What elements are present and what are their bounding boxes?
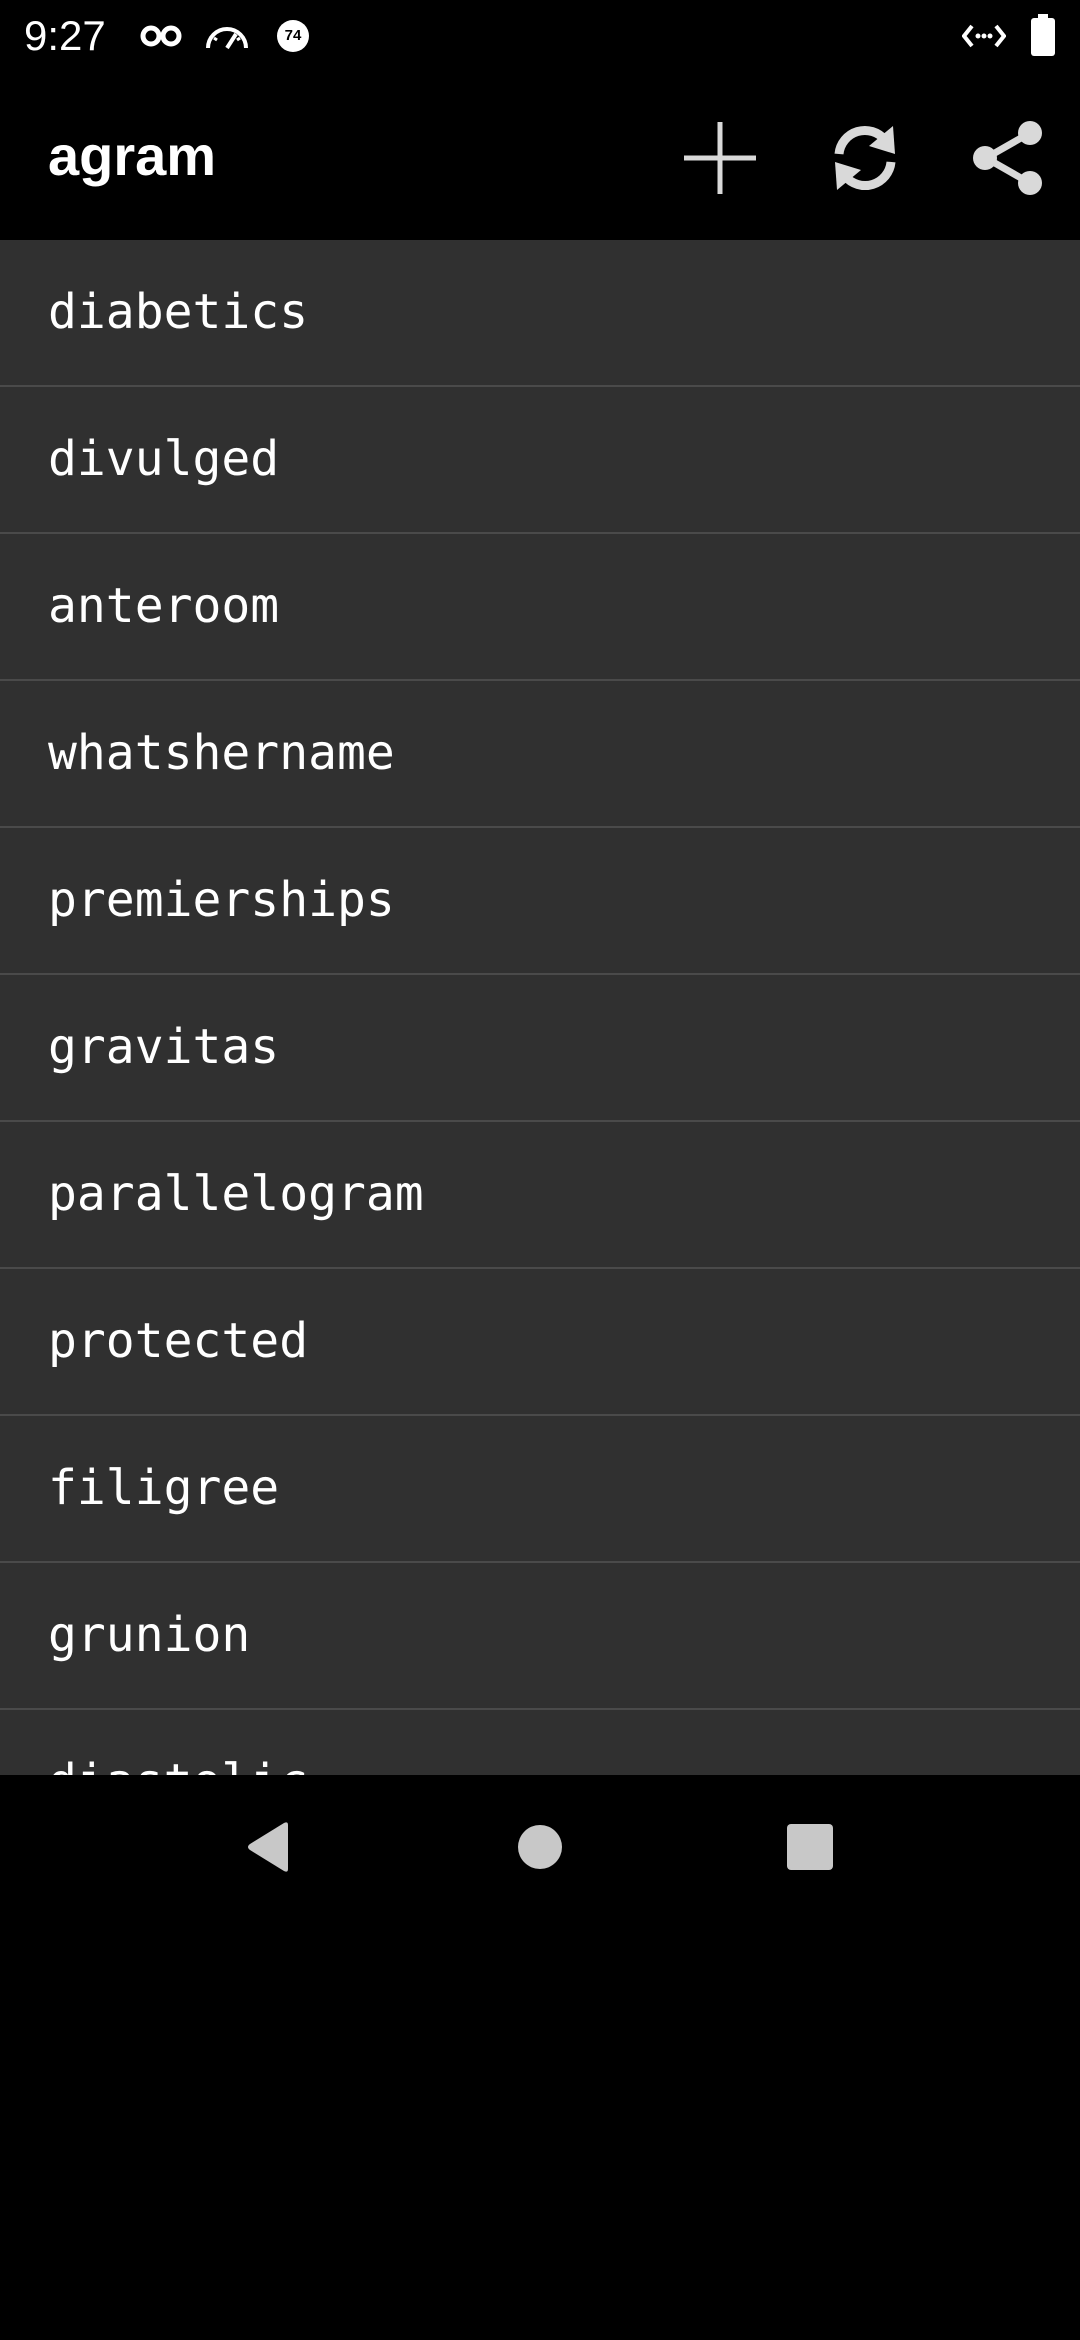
refresh-icon — [834, 126, 896, 190]
speedometer-icon — [206, 27, 248, 50]
status-time: 9:27 — [24, 12, 106, 59]
list-item-label: diabetics — [48, 284, 309, 340]
list-item[interactable]: diastolic — [0, 1710, 1080, 1775]
incognito-icon — [140, 25, 182, 47]
list-item[interactable]: diabetics — [0, 240, 1080, 387]
back-button[interactable] — [218, 1797, 318, 1897]
share-button[interactable] — [958, 108, 1058, 208]
list-item-label: grunion — [48, 1607, 251, 1663]
app-bar: agram — [0, 72, 1080, 240]
list-item[interactable]: protected — [0, 1269, 1080, 1416]
list-item-label: parallelogram — [48, 1166, 424, 1222]
code-icon — [962, 24, 1006, 48]
list-item-label: premierships — [48, 872, 395, 928]
list-item[interactable]: filigree — [0, 1416, 1080, 1563]
list-item[interactable]: parallelogram — [0, 1122, 1080, 1269]
home-icon — [518, 1825, 562, 1869]
list-item-label: whatshername — [48, 725, 395, 781]
status-bar: 9:27 74 — [0, 0, 1080, 72]
list-item[interactable]: divulged — [0, 387, 1080, 534]
add-button[interactable] — [670, 108, 770, 208]
list-item-label: anteroom — [48, 578, 280, 634]
word-list[interactable]: diabetics divulged anteroom whatshername… — [0, 240, 1080, 1775]
list-item[interactable]: grunion — [0, 1563, 1080, 1710]
badge-74-icon: 74 — [277, 20, 309, 52]
list-item-label: diastolic — [48, 1750, 308, 1775]
list-item-label: protected — [48, 1313, 309, 1369]
list-item[interactable]: premierships — [0, 828, 1080, 975]
recents-button[interactable] — [760, 1797, 860, 1897]
navigation-bar — [0, 1775, 1080, 1920]
share-icon — [973, 121, 1042, 195]
home-button[interactable] — [490, 1797, 590, 1897]
list-item-label: divulged — [48, 431, 280, 487]
app-title: agram — [48, 124, 217, 187]
list-item[interactable]: whatshername — [0, 681, 1080, 828]
recents-icon — [787, 1824, 833, 1870]
list-item-label: gravitas — [48, 1019, 280, 1075]
list-item[interactable]: gravitas — [0, 975, 1080, 1122]
list-item-label: filigree — [48, 1460, 280, 1516]
badge-74-label: 74 — [284, 27, 302, 44]
refresh-button[interactable] — [815, 108, 915, 208]
list-item[interactable]: anteroom — [0, 534, 1080, 681]
plus-icon — [684, 122, 756, 194]
battery-icon — [1031, 14, 1055, 56]
back-icon — [248, 1822, 288, 1872]
